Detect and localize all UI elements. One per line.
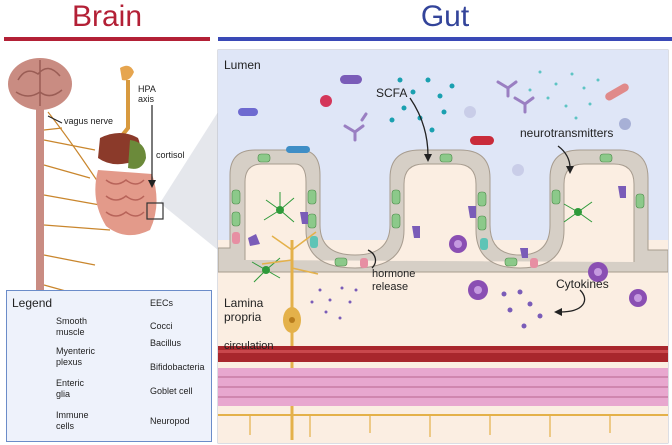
bacillus-red-icon bbox=[470, 136, 494, 145]
gut-title-underline bbox=[218, 37, 672, 41]
stomach-icon bbox=[128, 140, 146, 169]
bifidobacteria bbox=[343, 80, 535, 142]
legend-item-smooth-muscle: Smooth muscle bbox=[56, 316, 88, 337]
hpa-axis-label: HPA axis bbox=[138, 84, 156, 104]
bacillus-icon bbox=[340, 75, 362, 84]
zoom-region-box bbox=[146, 202, 164, 220]
epithelial-cells bbox=[231, 153, 645, 267]
brain-title: Brain bbox=[71, 0, 143, 33]
cytokines-label: Cytokines bbox=[556, 277, 609, 291]
blood-vessel bbox=[218, 346, 668, 362]
hormone-arrow bbox=[367, 249, 377, 269]
legend-item-enteric-glia: Enteric glia bbox=[56, 378, 85, 399]
cortisol-label: cortisol bbox=[156, 150, 185, 160]
legend-item-eecs: EECs bbox=[150, 298, 174, 308]
legend-item-goblet-cell: Goblet cell bbox=[150, 386, 193, 396]
brain-title-underline bbox=[4, 37, 210, 41]
immune-cells bbox=[449, 235, 647, 307]
legend-box bbox=[6, 290, 212, 442]
gut-title: Gut bbox=[420, 0, 470, 33]
eec-cells bbox=[232, 232, 538, 268]
neurotransmitter-molecules bbox=[528, 70, 600, 120]
neuropod-cells bbox=[248, 186, 626, 258]
legend-item-bifidobacteria: Bifidobacteria bbox=[150, 362, 205, 372]
neurotransmitter-arrow bbox=[557, 145, 571, 169]
intestines-icon bbox=[95, 170, 157, 236]
cocci-icon bbox=[320, 95, 332, 107]
zoom-wedge bbox=[160, 112, 218, 250]
legend-item-bacillus: Bacillus bbox=[150, 338, 182, 348]
legend-item-neuropod: Neuropod bbox=[150, 416, 190, 426]
vagus-nerve-label: vagus nerve bbox=[64, 116, 114, 126]
scfa-molecules bbox=[389, 77, 455, 133]
bacteria bbox=[238, 75, 631, 176]
hormone-molecules bbox=[310, 286, 358, 320]
cytokine-molecules bbox=[501, 289, 543, 329]
legend-item-myenteric-plexus: Myenteric plexus bbox=[56, 346, 96, 367]
scfa-label: SCFA bbox=[376, 86, 408, 100]
lumen-label: Lumen bbox=[224, 58, 261, 72]
legend-item-immune-cells: Immune cells bbox=[56, 410, 89, 431]
hormone-release-label: hormone release bbox=[372, 268, 416, 293]
legend-item-cocci: Cocci bbox=[150, 321, 173, 331]
pituitary-icon bbox=[120, 65, 134, 81]
legend-title: Legend bbox=[12, 296, 53, 310]
neurotransmitters-label: neurotransmitters bbox=[520, 126, 614, 140]
villus-core bbox=[244, 163, 635, 269]
lamina-propria-label: Lamina propria bbox=[224, 296, 264, 324]
scfa-arrow bbox=[409, 97, 429, 157]
enteric-glia bbox=[251, 192, 593, 283]
cytokine-arrow bbox=[559, 289, 586, 313]
circulation-label: circulation bbox=[224, 340, 274, 352]
